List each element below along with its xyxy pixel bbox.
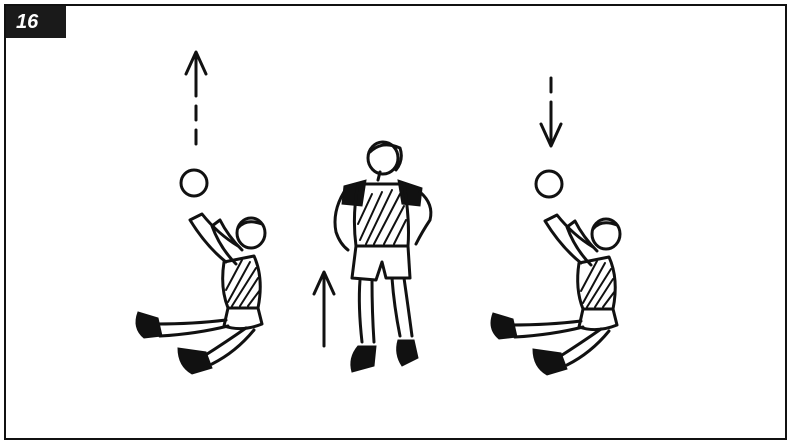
illustration-frame: 16 (4, 4, 787, 440)
up-arrow-center-icon (314, 272, 334, 346)
seated-player-left (136, 214, 265, 374)
standing-player-center (335, 142, 431, 372)
dashed-up-arrow-left-icon (186, 52, 206, 144)
ball-right (536, 171, 562, 197)
illustration-canvas (6, 6, 785, 438)
dashed-down-arrow-right-icon (541, 78, 561, 146)
ball-left (181, 170, 207, 196)
seated-player-right (491, 215, 620, 375)
